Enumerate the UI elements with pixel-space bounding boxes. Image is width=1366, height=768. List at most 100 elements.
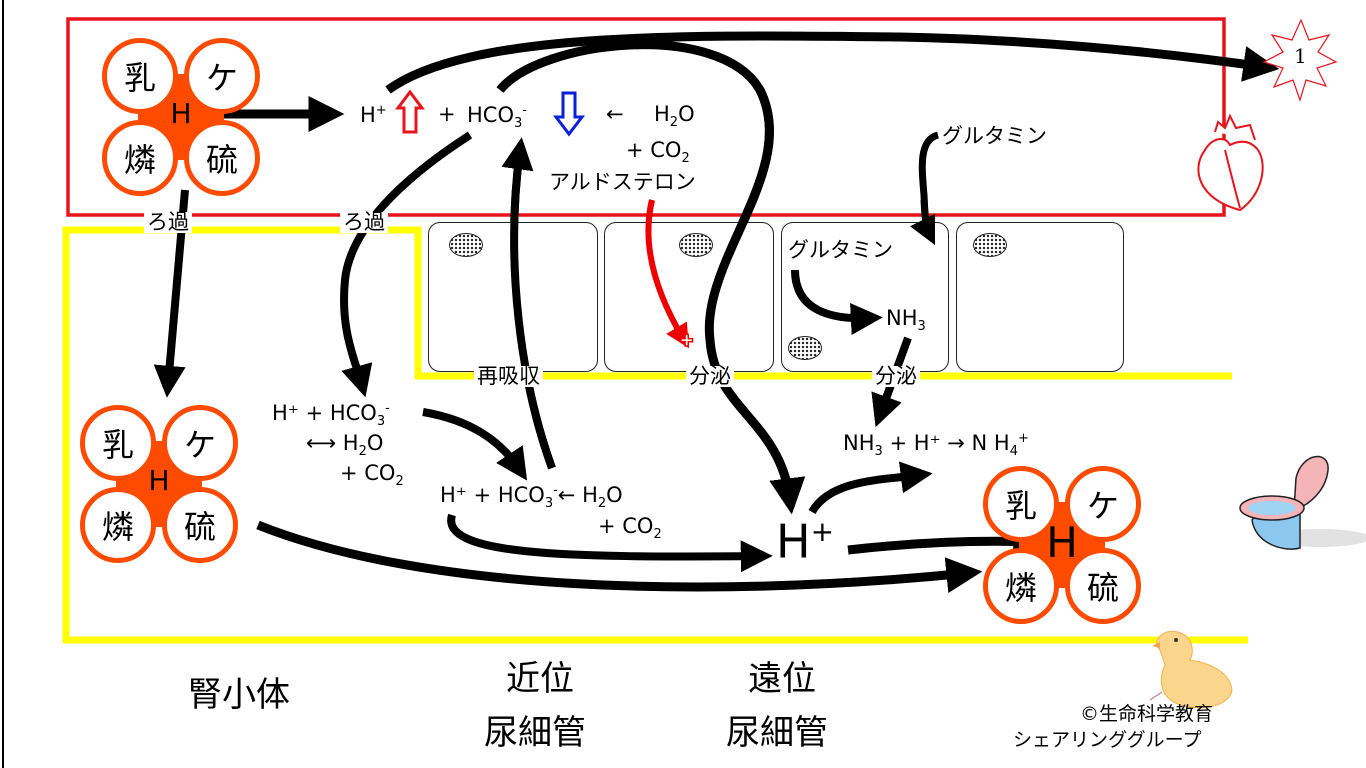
lumen-eq1-line3: + CO2 xyxy=(340,461,404,490)
h2o-h: H xyxy=(654,102,670,126)
eq2-sub: 3 xyxy=(544,496,554,512)
cell-glutamine-label: グルタミン xyxy=(788,238,893,262)
lumen-eq1-line2: ⟷ H2O xyxy=(306,431,384,460)
segment-distal-line2: 尿細管 xyxy=(726,713,828,753)
hco3-text: HCO xyxy=(467,103,514,127)
star-number: 1 xyxy=(1294,44,1307,68)
heart-icon xyxy=(1197,113,1264,212)
filtration-arrow-proximal xyxy=(340,131,473,398)
proximal-cell-1 xyxy=(428,222,598,372)
acid-h-label: H xyxy=(1046,518,1078,567)
acid-phosphoric: 燐 xyxy=(80,487,156,563)
nucleus xyxy=(449,233,483,257)
eq2-to-big-hplus-arrow xyxy=(447,513,773,573)
slide-left-border xyxy=(2,0,4,768)
eq1-l2-text: ⟷ H xyxy=(306,431,359,455)
co2-text: + CO xyxy=(626,138,682,162)
hplus-to-nh4-arrow xyxy=(808,461,933,515)
acid-lactic: 乳 xyxy=(80,405,156,481)
secretion-label-distal: 分泌 xyxy=(872,366,920,387)
blood-left-arrow: ← xyxy=(606,102,624,126)
eq2-l2-sub: 2 xyxy=(653,527,662,543)
eq1-l2-sub: 2 xyxy=(358,444,367,460)
down-arrow-icon xyxy=(552,91,586,137)
nh4-eq-sup: + xyxy=(1018,431,1029,446)
acid-lactic: 乳 xyxy=(102,38,178,114)
blood-co2: + CO2 xyxy=(626,138,690,167)
eq2-text: H⁺ + HCO xyxy=(440,483,545,507)
blood-h2o: H2O xyxy=(654,102,695,131)
eq2-l2-text: + CO xyxy=(598,514,654,538)
proximal-cell-2 xyxy=(604,222,774,372)
segment-glomerulus: 腎小体 xyxy=(188,675,290,715)
filtration-label-glomerulus: ろ過 xyxy=(144,212,192,233)
acid-sulfuric: 硫 xyxy=(1065,548,1141,624)
acid-group-urine: 乳 ケ 燐 硫 H xyxy=(983,466,1141,624)
eq2-tail: ← H xyxy=(557,483,598,507)
acid-sulfuric: 硫 xyxy=(162,487,238,563)
blood-plus: + xyxy=(438,102,456,126)
acid-phosphoric: 燐 xyxy=(102,120,178,196)
eq1-l3-text: + CO xyxy=(340,461,396,485)
credit-line1: ©生命科学教育 xyxy=(1080,703,1214,725)
eq2-tail-o: O xyxy=(606,483,623,507)
hplus-text: H xyxy=(360,103,376,127)
up-arrow-icon xyxy=(395,89,425,134)
segment-distal-line1: 遠位 xyxy=(748,659,816,699)
credit-line2: シェアリンググループ xyxy=(1013,729,1202,751)
distal-cell-2 xyxy=(956,222,1124,372)
acid-sulfuric: 硫 xyxy=(184,120,260,196)
acid-ketone: ケ xyxy=(1065,466,1141,542)
lumen-eq2-line1: H⁺ + HCO3-← H2O xyxy=(440,484,623,510)
segment-proximal-line2: 尿細管 xyxy=(484,713,586,753)
eq1-sup: - xyxy=(385,401,390,416)
big-h-sup: + xyxy=(810,515,835,548)
h2o-o: O xyxy=(678,102,695,126)
acid-ketone: ケ xyxy=(184,38,260,114)
aldosterone-label: アルドステロン xyxy=(549,170,696,194)
eq1-sub: 3 xyxy=(376,414,386,430)
big-hplus: H+ xyxy=(776,515,835,565)
blood-hco3: HCO3- xyxy=(467,104,527,130)
hco3-sub: 3 xyxy=(513,116,523,132)
lumen-eq1-line1: H⁺ + HCO3- xyxy=(272,402,390,428)
nh3-text: NH xyxy=(886,306,918,330)
acid-ketone: ケ xyxy=(162,405,238,481)
blood-hplus: H+ xyxy=(360,104,387,126)
h2o-sub: 2 xyxy=(669,115,679,131)
star-burst-icon xyxy=(1262,18,1338,102)
acid-group-filtrate: 乳 ケ 燐 硫 H xyxy=(80,405,238,563)
segment-proximal-line1: 近位 xyxy=(506,659,574,699)
nh3-sub: 3 xyxy=(917,319,926,335)
eq1-text: H⁺ + HCO xyxy=(272,401,377,425)
secretion-label-proximal: 分泌 xyxy=(686,366,734,387)
hplus-to-star-arrow xyxy=(385,31,1280,94)
eq2-tail-sub: 2 xyxy=(597,496,607,512)
glutamine-uptake-arrow xyxy=(909,131,940,246)
hplus-sup: + xyxy=(375,103,387,118)
nucleus xyxy=(679,233,713,257)
big-h-text: H xyxy=(776,514,811,569)
nh4-eq-mid: + H⁺ → N H xyxy=(882,431,1010,455)
lumen-eq2-line2: + CO2 xyxy=(598,514,662,543)
acid-group-blood: 乳 ケ 燐 硫 H xyxy=(102,38,260,196)
eq1-l3-sub: 2 xyxy=(395,474,404,490)
eq1-l2-o: O xyxy=(366,431,384,455)
nh4-eq-sub2: 4 xyxy=(1009,444,1019,460)
chick-icon xyxy=(1149,630,1233,709)
acid-h-label: H xyxy=(170,97,192,130)
lumen-eq-arrow xyxy=(422,408,528,481)
blood-glutamine-label: グルタミン xyxy=(942,124,1047,148)
filtration-label-proximal: ろ過 xyxy=(340,212,388,233)
nucleus xyxy=(788,336,822,360)
nucleus xyxy=(973,233,1007,257)
acid-phosphoric: 燐 xyxy=(983,548,1059,624)
toilet-icon xyxy=(1239,455,1366,550)
co2-sub: 2 xyxy=(681,151,690,167)
nh4-equation: NH3 + H⁺ → N H4+ xyxy=(843,432,1029,458)
nh4-eq-sub: 3 xyxy=(874,444,883,460)
nh4-eq-text: NH xyxy=(843,431,875,455)
cell-nh3-label: NH3 xyxy=(886,306,926,335)
acid-h-label: H xyxy=(148,464,170,497)
eq2-sup: - xyxy=(553,483,558,498)
